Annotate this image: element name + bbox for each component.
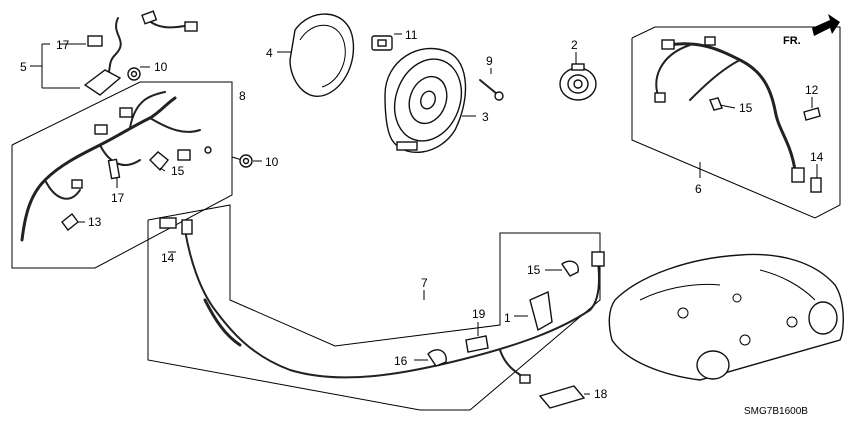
callout-5: 5 xyxy=(20,60,27,74)
diagram-code: SMG7B1600B xyxy=(744,406,808,417)
callout-19: 19 xyxy=(472,307,486,321)
callout-12: 12 xyxy=(805,83,819,97)
callout-11: 11 xyxy=(405,28,418,42)
front-arrow-icon xyxy=(812,14,840,36)
part-5-assembly xyxy=(30,10,198,96)
bracket-1 xyxy=(514,290,553,332)
speaker-cover-4 xyxy=(277,13,355,97)
callout-14-right: 14 xyxy=(810,150,824,164)
clip-19 xyxy=(465,322,489,353)
harness-7-box xyxy=(147,204,601,411)
callout-8: 8 xyxy=(239,89,246,103)
car-illustration xyxy=(608,253,844,381)
callout-17-top: 17 xyxy=(56,38,70,52)
callout-3: 3 xyxy=(482,110,489,124)
callout-14-bottom: 14 xyxy=(161,251,175,265)
callout-7: 7 xyxy=(421,276,428,290)
pad-18 xyxy=(538,385,590,409)
callout-15-right: 15 xyxy=(739,101,753,115)
clip-15-bottom xyxy=(545,260,579,277)
harness-6 xyxy=(654,36,822,193)
callout-17-middle: 17 xyxy=(111,191,125,205)
harness-6-box xyxy=(631,26,841,219)
callout-9: 9 xyxy=(486,54,493,68)
bolt-10 xyxy=(231,154,262,168)
harness-8-box xyxy=(11,81,233,269)
callout-16: 16 xyxy=(394,354,408,368)
callout-4: 4 xyxy=(266,46,273,60)
clip-11 xyxy=(371,33,402,51)
callout-13: 13 xyxy=(88,215,102,229)
callout-15-left: 15 xyxy=(171,164,185,178)
front-direction-label: FR. xyxy=(783,35,801,47)
callout-1: 1 xyxy=(504,311,511,325)
callout-10-middle: 10 xyxy=(265,155,279,169)
callout-15-bottom: 15 xyxy=(527,263,541,277)
tweeter-2 xyxy=(559,52,597,101)
callout-10-top: 10 xyxy=(154,60,168,74)
harness-7 xyxy=(159,217,605,384)
callout-6: 6 xyxy=(695,182,702,196)
callout-18: 18 xyxy=(594,387,608,401)
clamp-16 xyxy=(414,349,447,367)
harness-8 xyxy=(20,91,212,242)
callout-2: 2 xyxy=(571,38,578,52)
speaker-3 xyxy=(384,47,476,154)
screw-9 xyxy=(479,68,504,101)
